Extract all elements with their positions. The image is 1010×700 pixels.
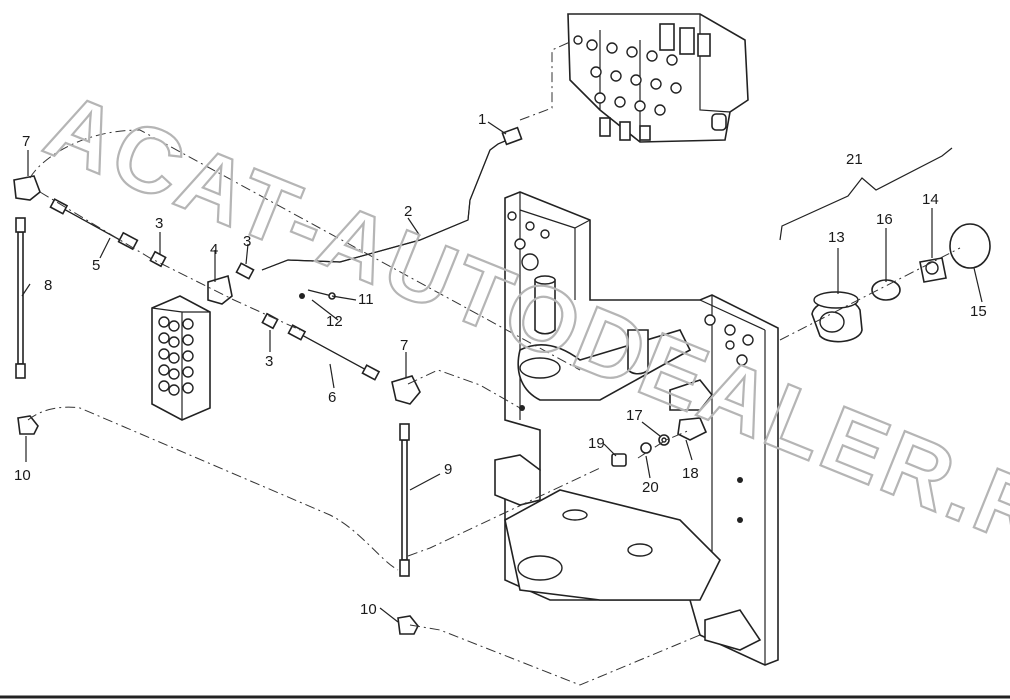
control-valve-assembly bbox=[567, 13, 749, 143]
mounting-frame bbox=[494, 191, 779, 666]
callout-10: 10 bbox=[14, 467, 31, 484]
callout-5: 5 bbox=[92, 257, 100, 274]
callout-15: 15 bbox=[970, 303, 987, 320]
callout-3: 3 bbox=[155, 215, 163, 232]
callout-11: 11 bbox=[358, 291, 374, 308]
callout-2: 2 bbox=[404, 203, 412, 220]
connection-lines bbox=[27, 41, 961, 686]
fittings bbox=[13, 175, 670, 635]
callout-16: 16 bbox=[876, 211, 893, 228]
callout-17: 17 bbox=[626, 407, 643, 424]
callout-19: 19 bbox=[588, 435, 605, 452]
callout-20: 20 bbox=[642, 479, 659, 496]
mount-parts bbox=[811, 223, 991, 343]
callout-18: 18 bbox=[682, 465, 699, 482]
callout-6: 6 bbox=[328, 389, 336, 406]
hose-lines bbox=[15, 126, 523, 577]
callout-7: 7 bbox=[22, 133, 30, 150]
callout-14: 14 bbox=[922, 191, 939, 208]
callout-leaders bbox=[21, 121, 983, 623]
callout-labels: 1 2 3 3 3 4 5 6 7 7 8 9 10 10 11 12 13 1… bbox=[14, 111, 987, 618]
callout-10: 10 bbox=[360, 601, 377, 618]
callout-1: 1 bbox=[478, 111, 486, 128]
distribution-block bbox=[151, 274, 233, 421]
callout-12: 12 bbox=[326, 313, 343, 330]
callout-13: 13 bbox=[828, 229, 845, 246]
callout-21: 21 bbox=[846, 151, 863, 168]
callout-8: 8 bbox=[44, 277, 52, 294]
callout-3: 3 bbox=[243, 233, 251, 250]
callout-3: 3 bbox=[265, 353, 273, 370]
callout-7: 7 bbox=[400, 337, 408, 354]
callout-9: 9 bbox=[444, 461, 452, 478]
callout-4: 4 bbox=[210, 241, 218, 258]
